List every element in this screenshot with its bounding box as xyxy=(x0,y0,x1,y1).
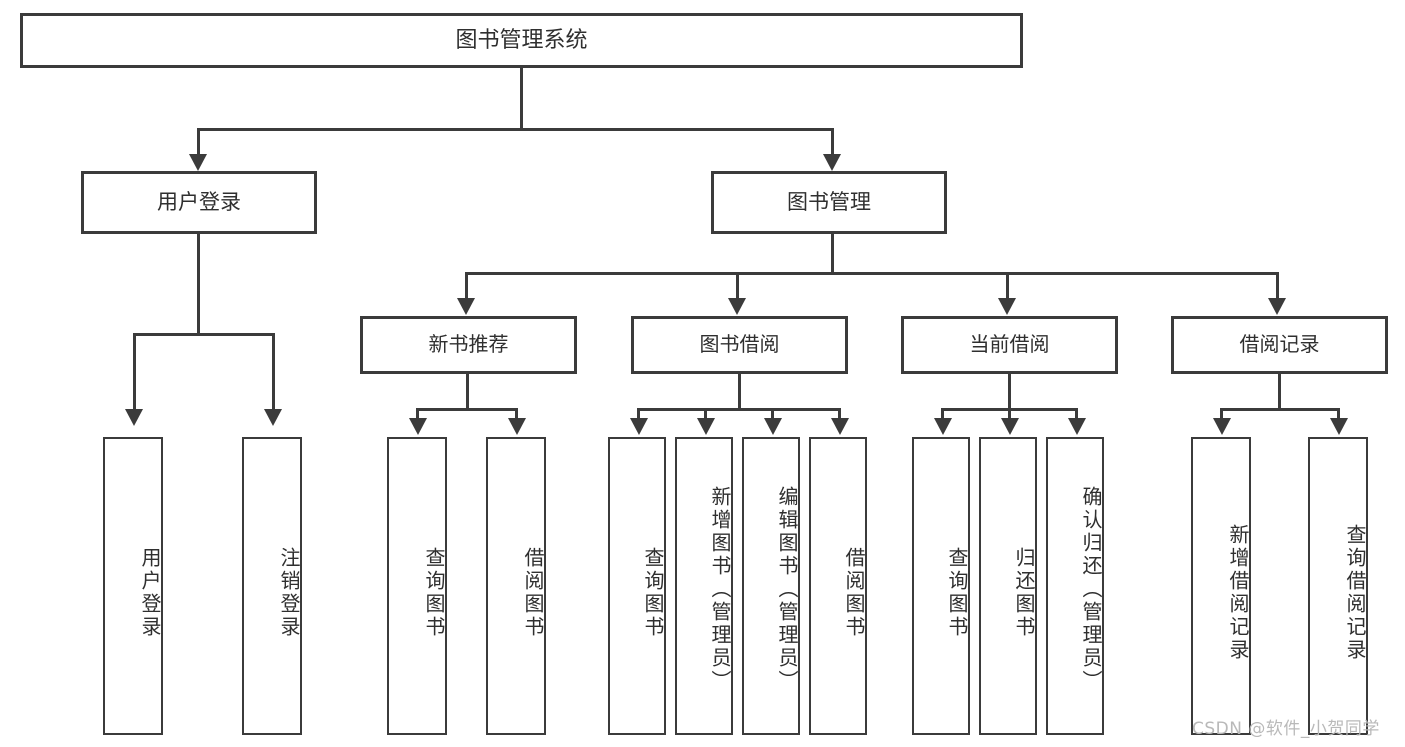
arrow-to-leaf-confirm-return xyxy=(1068,418,1086,435)
connector-borrow-record-leaf2-drop xyxy=(1337,408,1340,420)
arrow-to-leaf-logout xyxy=(264,409,282,426)
arrow-to-leaf-query-book-3 xyxy=(934,418,952,435)
arrow-to-leaf-query-book-1 xyxy=(409,418,427,435)
node-book-management[interactable]: 图书管理 xyxy=(711,171,947,234)
connector-new-book-leaf1-drop xyxy=(416,408,419,420)
leaf-query-book-current[interactable]: 查询图书 xyxy=(912,437,970,735)
connector-current-borrow-leaf2-drop xyxy=(1008,408,1011,420)
node-root-book-management-system[interactable]: 图书管理系统 xyxy=(20,13,1023,68)
connector-level3-c4-drop xyxy=(1276,272,1279,300)
connector-book-borrow-leaf3-drop xyxy=(771,408,774,420)
connector-level2-left-drop xyxy=(197,128,200,156)
node-new-book-recommend[interactable]: 新书推荐 xyxy=(360,316,577,374)
connector-level2-right-drop xyxy=(831,128,834,156)
connector-book-borrow-leaf1-drop xyxy=(637,408,640,420)
node-current-borrow[interactable]: 当前借阅 xyxy=(901,316,1118,374)
connector-book-borrow-down xyxy=(738,374,741,410)
leaf-add-book-admin[interactable]: 新增图书（管理员） xyxy=(675,437,733,735)
node-user-login[interactable]: 用户登录 xyxy=(81,171,317,234)
arrow-to-leaf-query-borrow-record xyxy=(1330,418,1348,435)
arrow-to-leaf-return-book xyxy=(1001,418,1019,435)
connector-level3-c2-drop xyxy=(736,272,739,300)
connector-bus-borrow-record-leaves xyxy=(1220,408,1340,411)
node-borrow-record[interactable]: 借阅记录 xyxy=(1171,316,1388,374)
leaf-query-borrow-record[interactable]: 查询借阅记录 xyxy=(1308,437,1368,735)
leaf-edit-book-admin[interactable]: 编辑图书（管理员） xyxy=(742,437,800,735)
leaf-query-book-borrow[interactable]: 查询图书 xyxy=(608,437,666,735)
connector-current-borrow-down xyxy=(1008,374,1011,410)
csdn-watermark: CSDN @软件_小贺同学 xyxy=(1192,719,1380,739)
connector-new-book-down xyxy=(466,374,469,410)
arrow-to-borrow-record xyxy=(1268,298,1286,315)
connector-root-down xyxy=(520,68,523,130)
connector-bus-user-login-leaves xyxy=(133,333,275,336)
connector-bus-new-book-leaves xyxy=(416,408,518,411)
arrow-to-leaf-query-book-2 xyxy=(630,418,648,435)
node-book-borrow[interactable]: 图书借阅 xyxy=(631,316,848,374)
leaf-borrow-book[interactable]: 借阅图书 xyxy=(809,437,867,735)
connector-borrow-record-down xyxy=(1278,374,1281,410)
arrow-to-book-management xyxy=(823,154,841,171)
connector-bus-book-borrow-leaves xyxy=(637,408,840,411)
leaf-confirm-return-admin[interactable]: 确认归还（管理员） xyxy=(1046,437,1104,735)
leaf-user-login[interactable]: 用户登录 xyxy=(103,437,163,735)
arrow-to-user-login xyxy=(189,154,207,171)
leaf-add-borrow-record[interactable]: 新增借阅记录 xyxy=(1191,437,1251,735)
connector-current-borrow-leaf3-drop xyxy=(1075,408,1078,420)
connector-book-borrow-leaf2-drop xyxy=(704,408,707,420)
connector-level3-c1-drop xyxy=(465,272,468,300)
leaf-borrow-book-recommend[interactable]: 借阅图书 xyxy=(486,437,546,735)
leaf-logout[interactable]: 注销登录 xyxy=(242,437,302,735)
connector-user-login-down xyxy=(197,234,200,335)
arrow-to-leaf-add-borrow-record xyxy=(1213,418,1231,435)
arrow-to-leaf-user-login xyxy=(125,409,143,426)
arrow-to-current-borrow xyxy=(998,298,1016,315)
arrow-to-leaf-borrow-book-1 xyxy=(508,418,526,435)
arrow-to-leaf-borrow-book-2 xyxy=(831,418,849,435)
connector-level3-c3-drop xyxy=(1006,272,1009,300)
connector-bus-level2 xyxy=(197,128,834,131)
connector-bus-level3 xyxy=(465,272,1279,275)
connector-book-management-down xyxy=(831,234,834,274)
leaf-return-book[interactable]: 归还图书 xyxy=(979,437,1037,735)
arrow-to-leaf-add-book xyxy=(697,418,715,435)
leaf-query-book-recommend[interactable]: 查询图书 xyxy=(387,437,447,735)
connector-current-borrow-leaf1-drop xyxy=(941,408,944,420)
arrow-to-leaf-edit-book xyxy=(764,418,782,435)
connector-user-login-leaf2-drop xyxy=(272,333,275,411)
connector-borrow-record-leaf1-drop xyxy=(1220,408,1223,420)
connector-book-borrow-leaf4-drop xyxy=(838,408,841,420)
connector-new-book-leaf2-drop xyxy=(515,408,518,420)
arrow-to-new-book-recommend xyxy=(457,298,475,315)
arrow-to-book-borrow xyxy=(728,298,746,315)
connector-user-login-leaf1-drop xyxy=(133,333,136,411)
